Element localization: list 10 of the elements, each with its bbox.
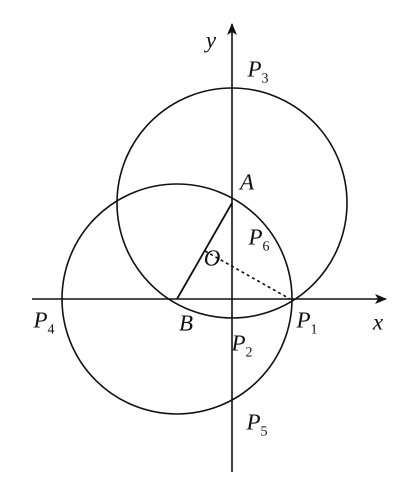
point-label: P$_{5}$ [246,410,268,440]
axis-label: y [206,28,216,52]
point-label: P$_{1}$ [296,308,318,338]
point-label: A [240,170,254,194]
point-label: P$_{4}$ [33,308,55,338]
point-label: O [204,246,220,270]
axis-label: x [372,310,384,334]
point-label: P$_{3}$ [247,58,269,86]
point-label: P$_{6}$ [248,226,270,254]
point-label: B [178,312,194,334]
